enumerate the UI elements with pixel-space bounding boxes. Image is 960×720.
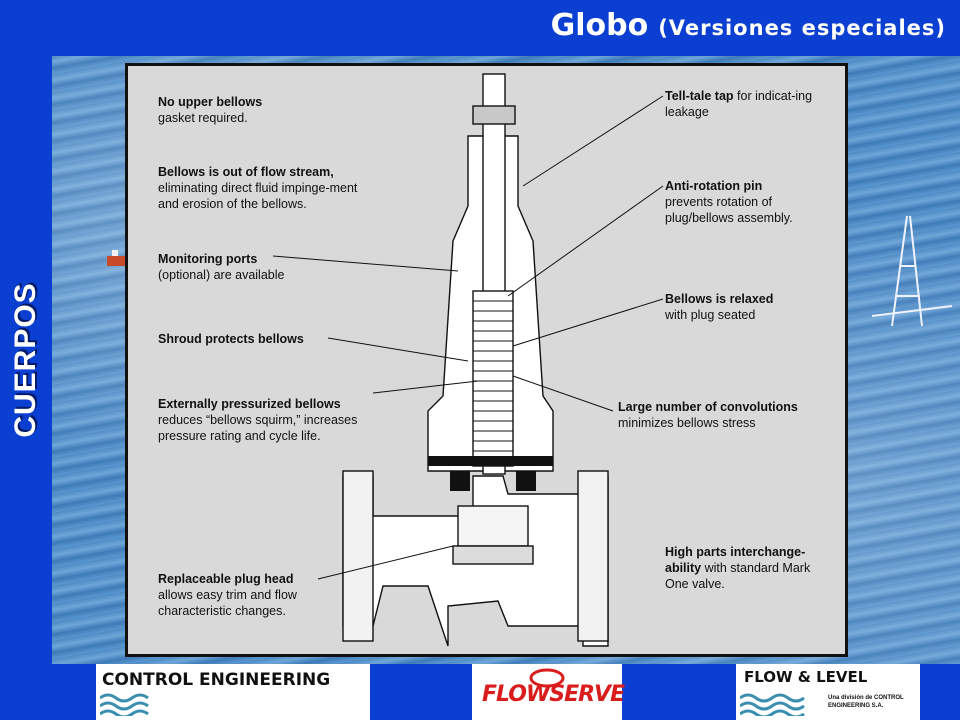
section-label: CUERPOS: [9, 282, 42, 438]
callout-tell-tale-tap: Tell-tale tap for indicat-ing leakage: [665, 89, 813, 119]
oil-rig-image: [871, 215, 953, 327]
title-bar: Globo (Versiones especiales): [0, 0, 960, 56]
page-title: Globo (Versiones especiales): [551, 8, 946, 43]
bellows: [472, 290, 514, 467]
flowserve-text: FLOWSERVE: [482, 682, 625, 707]
stem-nut: [472, 105, 516, 125]
control-engineering-text: CONTROL ENGINEERING: [102, 670, 331, 690]
leader-lines: [272, 95, 664, 580]
flowserve-logo: FLOWSERVE: [472, 664, 625, 720]
valve-cross-section: [272, 73, 664, 647]
bellows-convolutions: [473, 300, 513, 452]
callout-monitoring-ports: Monitoring ports(optional) are available: [158, 252, 285, 282]
left-flange: [342, 470, 374, 642]
callout-interchangeability: High parts interchange-ability with stan…: [665, 545, 811, 591]
seat: [452, 545, 534, 565]
waves-icon: [740, 693, 805, 716]
right-flange: [577, 470, 609, 642]
plug-head: [457, 505, 529, 547]
callout-bellows-out-of-flow: Bellows is out of flow stream,eliminatin…: [158, 165, 358, 211]
title-subtitle: (Versiones especiales): [658, 16, 946, 40]
flow-level-text: FLOW & LEVEL: [744, 668, 868, 686]
flow-level-logo: FLOW & LEVEL Una división de CONTROL ENG…: [736, 664, 920, 720]
callout-shroud-protects: Shroud protects bellows: [158, 332, 304, 346]
flowserve-swirl-icon: [529, 668, 565, 688]
title-main: Globo: [550, 8, 649, 43]
flow-level-subtitle: Una división de CONTROL ENGINEERING S.A.: [828, 695, 904, 709]
body-hatching: [428, 456, 553, 491]
control-engineering-logo: CONTROL ENGINEERING: [96, 664, 370, 720]
sidebar: [0, 56, 52, 664]
boat-image: [107, 250, 125, 266]
waves-icon: [100, 693, 149, 716]
